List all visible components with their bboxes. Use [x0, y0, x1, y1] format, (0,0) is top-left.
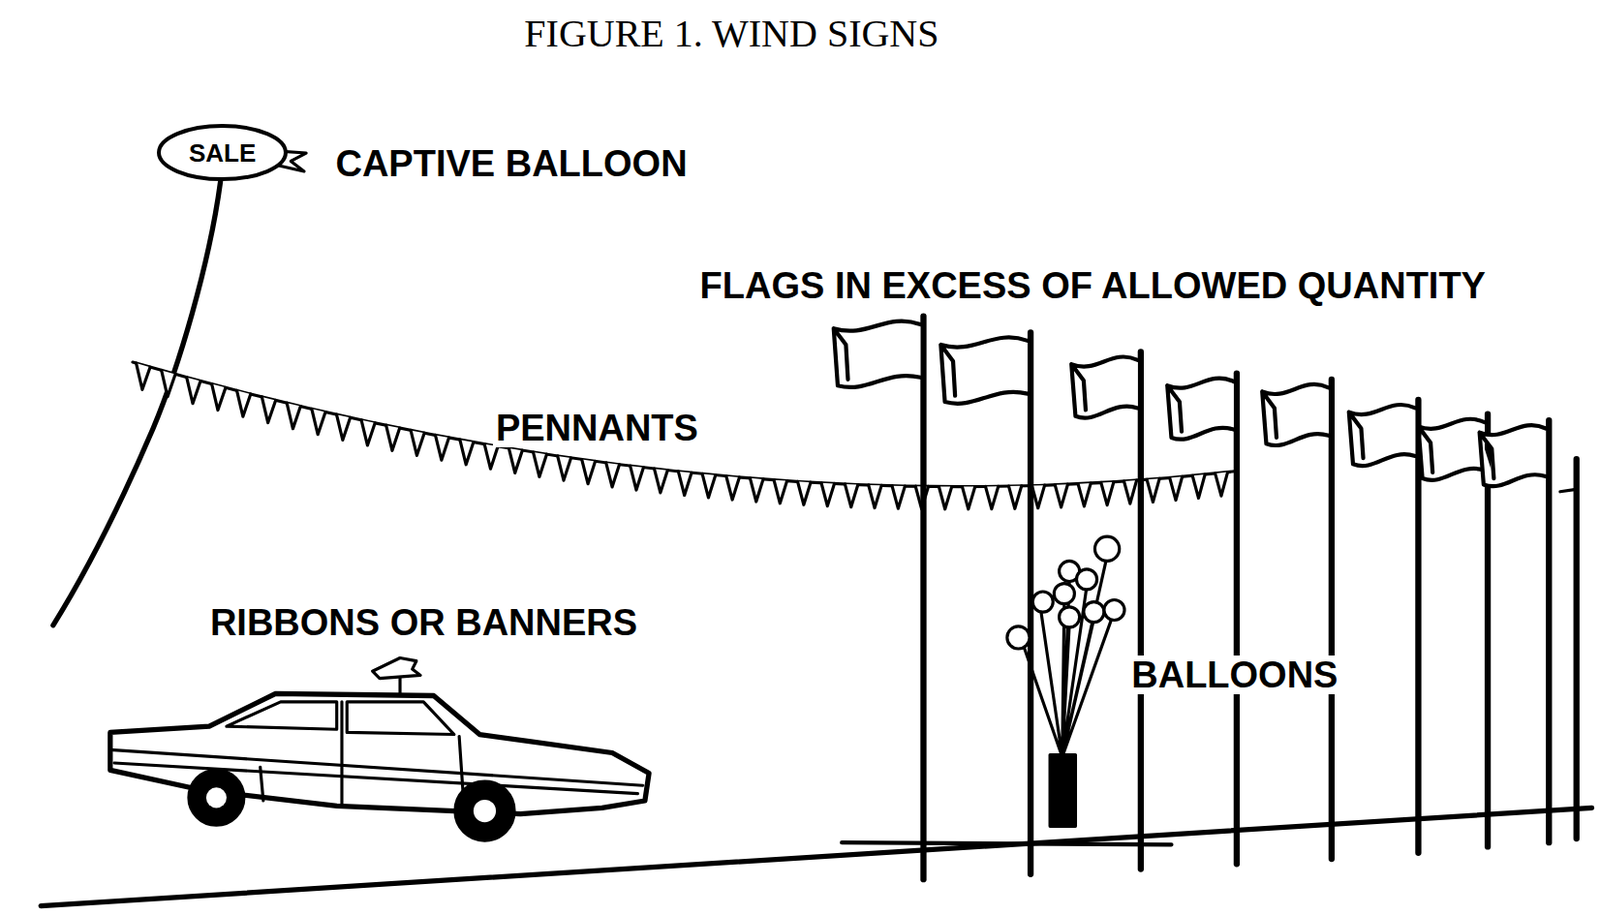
pennant	[435, 434, 450, 461]
pennant	[726, 476, 740, 500]
sign-label: RIBBONS OR BANNERS	[207, 603, 641, 643]
flag	[1479, 425, 1546, 487]
flag	[1071, 356, 1138, 418]
flag	[1167, 378, 1233, 440]
pennant	[361, 420, 375, 446]
pennant	[798, 481, 812, 505]
pennant	[606, 462, 620, 488]
flag-pole	[1233, 373, 1240, 865]
pennant	[386, 425, 400, 451]
flag	[1560, 490, 1575, 493]
flag	[1349, 404, 1416, 466]
pennant	[161, 369, 176, 397]
pennant	[311, 408, 326, 434]
pennant	[237, 390, 251, 417]
pennant	[677, 471, 692, 496]
sign-label: FLAGS IN EXCESS OF ALLOWED QUANTITY	[697, 266, 1489, 306]
captive-balloon: SALE	[155, 123, 289, 183]
flag	[1417, 419, 1484, 481]
sign-label: BALLOONS	[1128, 655, 1341, 695]
pennant	[557, 456, 572, 481]
flag-pole	[920, 316, 926, 881]
pennant	[286, 402, 301, 430]
figure-title: FIGURE 1. WIND SIGNS	[523, 14, 939, 54]
flags	[833, 316, 1577, 881]
pennant	[484, 444, 498, 470]
pennant	[773, 480, 788, 504]
pennant	[749, 478, 764, 502]
pennant	[821, 483, 834, 507]
flag	[940, 337, 1028, 403]
pennant	[1215, 472, 1229, 497]
flag-pole	[1138, 351, 1144, 869]
pennant	[1009, 486, 1022, 509]
pennant	[1192, 474, 1205, 498]
pennant	[868, 485, 882, 509]
pennant-string	[132, 362, 1235, 488]
sign-label: PENNANTS	[492, 408, 702, 448]
car	[110, 658, 649, 841]
pennant	[938, 487, 952, 510]
pennant	[508, 448, 523, 473]
pennant	[336, 414, 350, 440]
pennant	[961, 487, 975, 510]
pennant	[212, 384, 226, 411]
flag-base-line	[841, 842, 1171, 845]
flag-pole	[1545, 420, 1552, 843]
pennant	[630, 465, 645, 491]
pennant	[654, 468, 669, 493]
pennants	[136, 363, 1229, 510]
pennant	[460, 439, 474, 465]
flag-pole	[1328, 379, 1335, 860]
pennant	[582, 460, 596, 485]
balloon-tether	[53, 182, 221, 626]
balloon-bunch	[1007, 536, 1125, 827]
pennant	[844, 484, 858, 508]
pennant	[892, 486, 905, 509]
ground-line	[40, 807, 1592, 906]
pennant	[136, 363, 151, 390]
flag	[1261, 384, 1328, 446]
balloon-outline	[158, 125, 286, 180]
pennant	[1146, 478, 1160, 502]
pennant	[533, 452, 548, 477]
pennant	[1031, 485, 1045, 509]
balloon-text: SALE	[188, 140, 256, 166]
sign-label: CAPTIVE BALLOON	[332, 144, 690, 184]
pennant	[985, 486, 999, 509]
pennant	[186, 377, 201, 404]
pennant	[1101, 482, 1114, 506]
pennant	[1169, 476, 1183, 500]
pennant	[1124, 480, 1138, 504]
pennant	[410, 430, 425, 456]
pennant	[261, 397, 276, 424]
flag	[833, 321, 922, 388]
pennant	[702, 473, 716, 497]
pennant	[1054, 484, 1068, 508]
pennant	[1077, 483, 1091, 507]
flag-pole	[1573, 459, 1580, 839]
